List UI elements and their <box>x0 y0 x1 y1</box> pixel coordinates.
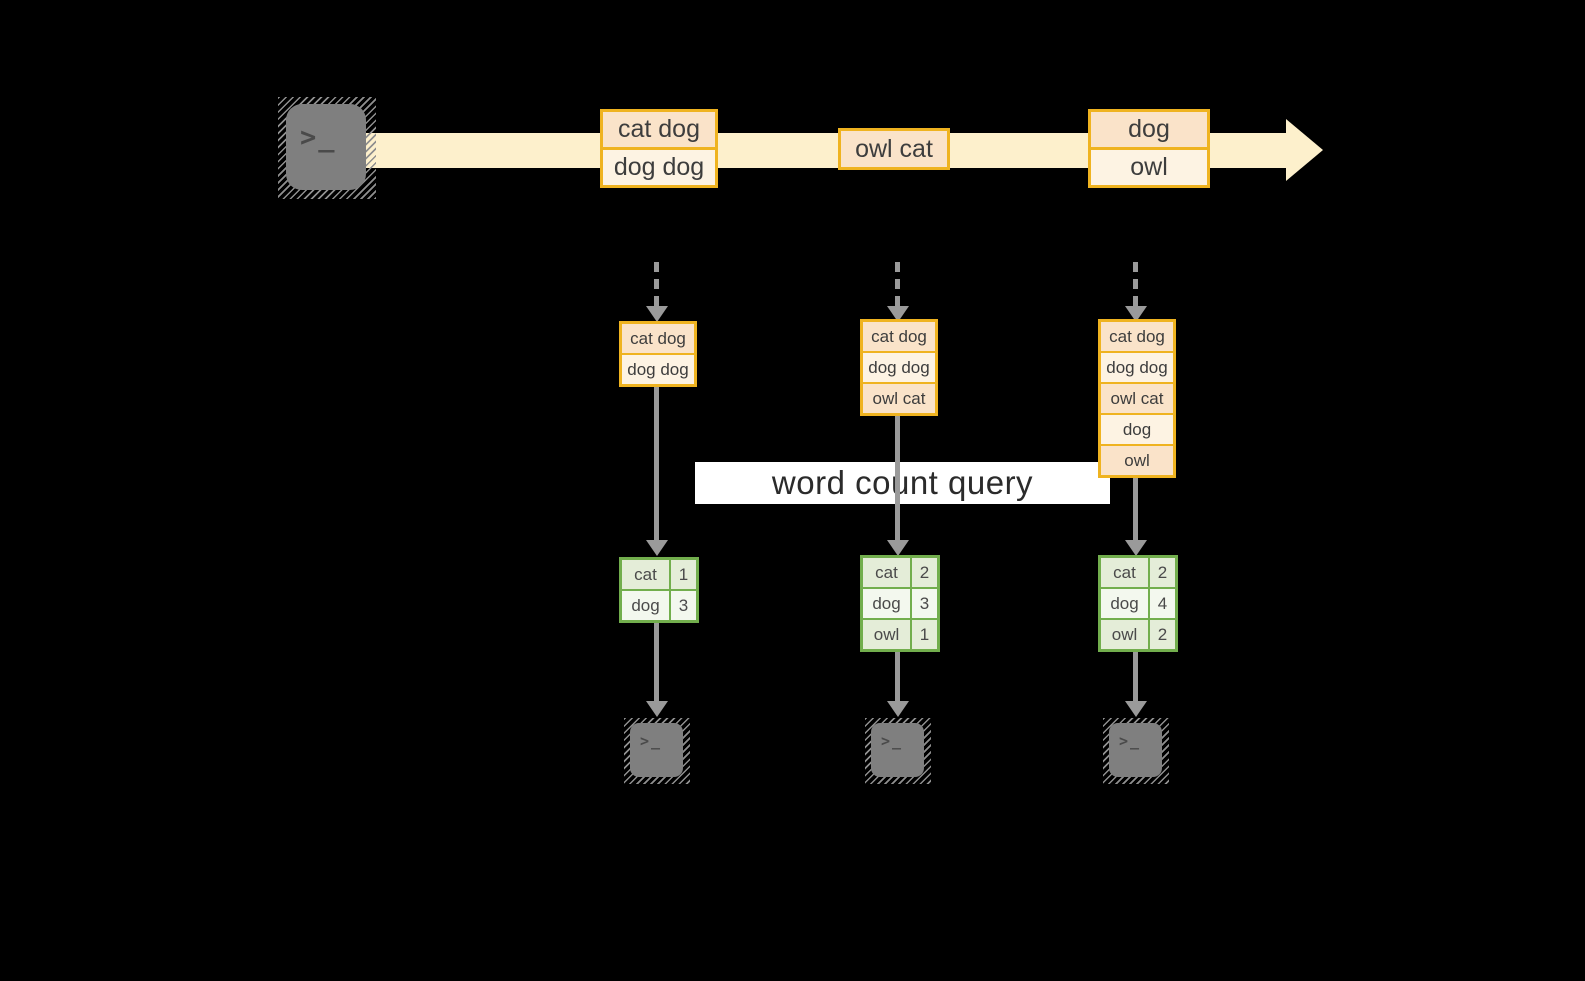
table-row: cat 2 <box>863 558 937 587</box>
stream-event: owl cat <box>841 131 947 167</box>
terminal-prompt-icon: >_ <box>640 732 663 750</box>
word-cell: dog <box>1110 593 1139 613</box>
buffer-item: dog <box>1101 413 1173 444</box>
word-cell: owl <box>1111 624 1138 644</box>
dashed-arrow-head-icon <box>887 306 909 322</box>
table-row: cat 1 <box>622 560 696 589</box>
dashed-arrow-line <box>1133 262 1138 306</box>
flow-arrow-line <box>1133 652 1138 701</box>
terminal-body: >_ <box>1109 723 1162 777</box>
flow-arrow-line <box>1133 478 1138 540</box>
terminal-body: >_ <box>286 104 366 190</box>
flow-arrow-head-icon <box>1125 701 1147 717</box>
wordcount-query-banner: word count query <box>695 462 1110 504</box>
flow-arrow-line <box>895 652 900 701</box>
flow-arrow-head-icon <box>887 701 909 717</box>
count-cell: 1 <box>669 560 696 589</box>
flow-arrow-head-icon <box>887 540 909 556</box>
buffer-item: cat dog <box>863 322 935 351</box>
terminal-body: >_ <box>871 723 924 777</box>
buffer-stack-3: cat dog dog dog owl cat dog owl <box>1098 319 1176 478</box>
word-cell: owl <box>873 624 900 644</box>
stream-event-batch-1: cat dog dog dog <box>600 109 718 188</box>
dashed-arrow-line <box>895 262 900 306</box>
terminal-body: >_ <box>630 723 683 777</box>
buffer-item: dog dog <box>622 353 694 384</box>
count-cell: 4 <box>1148 589 1175 618</box>
flow-arrow-head-icon <box>646 701 668 717</box>
buffer-item: cat dog <box>1101 322 1173 351</box>
table-row: owl 2 <box>1101 618 1175 649</box>
buffer-item: owl cat <box>1101 382 1173 413</box>
sink-terminal-icon: >_ <box>624 718 690 784</box>
buffer-item: owl cat <box>863 382 935 413</box>
buffer-item: dog dog <box>863 351 935 382</box>
sink-terminal-icon: >_ <box>865 718 931 784</box>
table-row: dog 4 <box>1101 587 1175 618</box>
sink-terminal-icon: >_ <box>1103 718 1169 784</box>
stream-event: cat dog <box>603 112 715 147</box>
count-cell: 2 <box>1148 620 1175 649</box>
count-cell: 2 <box>1148 558 1175 587</box>
word-cell: cat <box>1113 562 1136 582</box>
count-table-3: cat 2 dog 4 owl 2 <box>1098 555 1178 652</box>
buffer-item: dog dog <box>1101 351 1173 382</box>
dashed-arrow-line <box>654 262 659 306</box>
flow-arrow-head-icon <box>646 540 668 556</box>
word-cell: cat <box>634 564 657 584</box>
flow-arrow-line <box>895 416 900 540</box>
buffer-item: owl <box>1101 444 1173 475</box>
source-terminal-icon: >_ <box>278 97 376 199</box>
buffer-stack-1: cat dog dog dog <box>619 321 697 387</box>
stream-event-batch-3: dog owl <box>1088 109 1210 188</box>
dashed-arrow-head-icon <box>646 306 668 322</box>
flow-arrow-head-icon <box>1125 540 1147 556</box>
table-row: cat 2 <box>1101 558 1175 587</box>
stream-event-batch-2: owl cat <box>838 128 950 170</box>
terminal-prompt-icon: >_ <box>881 732 904 750</box>
terminal-prompt-icon: >_ <box>300 122 337 153</box>
count-table-1: cat 1 dog 3 <box>619 557 699 623</box>
count-cell: 1 <box>910 620 937 649</box>
stream-event: dog <box>1091 112 1207 147</box>
table-row: dog 3 <box>863 587 937 618</box>
stream-event: owl <box>1091 147 1207 185</box>
table-row: owl 1 <box>863 618 937 649</box>
word-cell: dog <box>631 595 660 615</box>
stream-arrowhead-icon <box>1286 119 1323 181</box>
count-cell: 3 <box>910 589 937 618</box>
flow-arrow-line <box>654 623 659 701</box>
count-table-2: cat 2 dog 3 owl 1 <box>860 555 940 652</box>
buffer-item: cat dog <box>622 324 694 353</box>
flow-arrow-line <box>654 387 659 540</box>
dashed-arrow-head-icon <box>1125 306 1147 322</box>
table-row: dog 3 <box>622 589 696 620</box>
stream-event: dog dog <box>603 147 715 185</box>
count-cell: 2 <box>910 558 937 587</box>
terminal-prompt-icon: >_ <box>1119 732 1142 750</box>
buffer-stack-2: cat dog dog dog owl cat <box>860 319 938 416</box>
word-cell: cat <box>875 562 898 582</box>
count-cell: 3 <box>669 591 696 620</box>
word-cell: dog <box>872 593 901 613</box>
